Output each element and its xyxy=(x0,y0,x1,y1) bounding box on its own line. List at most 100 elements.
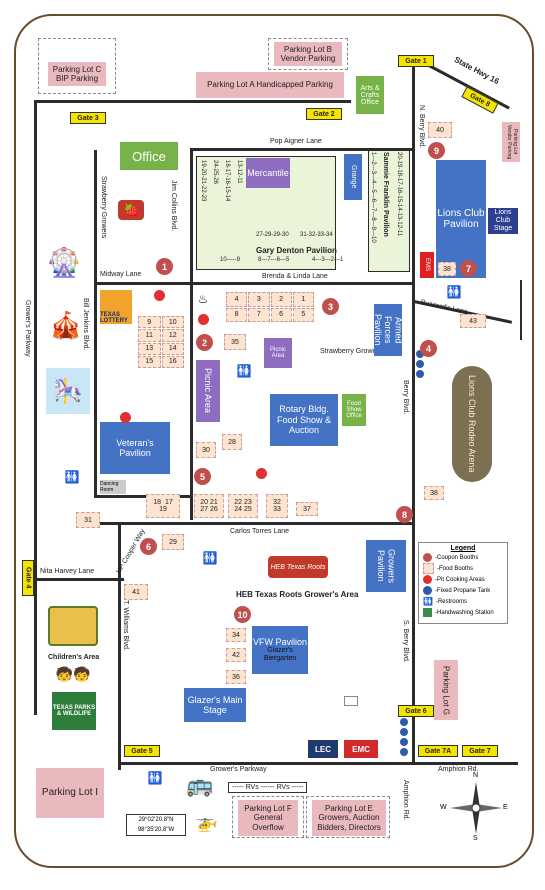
sammie-row-1: 1---2---3---4---5---6---7---8---9---10 xyxy=(370,152,376,243)
gate-4[interactable]: Gate 4 xyxy=(22,560,34,596)
parking-lot-g[interactable]: Parking Lot G xyxy=(434,660,458,720)
emc[interactable]: EMC xyxy=(344,740,378,758)
food-show-office[interactable]: Food Show Office xyxy=(342,394,366,426)
gate-5[interactable]: Gate 5 xyxy=(124,745,160,757)
parking-lot-c[interactable]: Parking Lot C BIP Parking xyxy=(48,62,106,86)
heb-logo: HEB Texas Roots xyxy=(268,556,328,578)
lec[interactable]: LEC xyxy=(308,740,338,758)
strawberry-basket-icon: 🍓 xyxy=(118,200,144,220)
booth-37[interactable]: 37 xyxy=(296,502,318,516)
parking-lot-vendor-small[interactable]: Parking Lot Vendor Parking xyxy=(502,122,520,162)
booth-36[interactable]: 36 xyxy=(226,670,246,684)
booth-cell[interactable]: 12 xyxy=(161,329,184,342)
legend-item: -Coupon Booths xyxy=(435,554,479,561)
growers-pavilion[interactable]: Growers Pavilion xyxy=(366,540,406,592)
booth-cell[interactable]: 4 xyxy=(226,292,248,307)
booth-29[interactable]: 29 xyxy=(162,534,184,550)
coordinates-box: 29°02'20.8"N 98°35'20.8"W xyxy=(126,814,186,836)
booth-38-top[interactable]: 38 xyxy=(438,262,456,276)
coupon-booth-6[interactable]: 6 xyxy=(140,538,157,555)
picnic-area[interactable]: Picnic Area xyxy=(196,360,220,422)
gate-6[interactable]: Gate 6 xyxy=(398,705,434,717)
picnic-area-small[interactable]: Picnic Area xyxy=(264,338,292,368)
booth-cell[interactable]: 6 xyxy=(270,307,292,322)
veterans-pavilion[interactable]: Veteran's Pavilion xyxy=(100,422,170,474)
booth-cell[interactable]: 9 xyxy=(138,316,161,329)
coupon-booth-3[interactable]: 3 xyxy=(322,298,339,315)
coupon-booth-4[interactable]: 4 xyxy=(420,340,437,357)
label-berry-blvd: Berry Blvd. xyxy=(402,380,409,415)
grange[interactable]: Grange xyxy=(344,154,362,200)
booth-cell[interactable]: 16 xyxy=(161,355,184,368)
gate-3[interactable]: Gate 3 xyxy=(70,112,106,124)
ems[interactable]: EMS xyxy=(420,252,434,278)
booth-43[interactable]: 43 xyxy=(460,314,486,328)
booth-cell[interactable]: 10 xyxy=(161,316,184,329)
gate-7[interactable]: Gate 7 xyxy=(462,745,498,757)
texas-lottery[interactable]: TEXAS LOTTERY xyxy=(100,290,132,324)
booth-cell[interactable]: 8 xyxy=(226,307,248,322)
coupon-booth-8[interactable]: 8 xyxy=(396,506,413,523)
booth-cell[interactable]: 7 xyxy=(248,307,270,322)
road-east-vertical xyxy=(520,280,522,340)
parking-lot-b[interactable]: Parking Lot B Vendor Parking xyxy=(274,42,342,66)
childrens-area-label: Children's Area xyxy=(48,654,100,661)
parking-lot-e[interactable]: Parking Lot E Growers, Auction Bidders, … xyxy=(312,800,386,836)
parking-lot-f[interactable]: Parking Lot F General Overflow xyxy=(238,800,298,836)
helicopter-icon: 🚁 xyxy=(195,811,219,832)
parking-lot-a[interactable]: Parking Lot A Handicapped Parking xyxy=(196,72,344,98)
arts-crafts-office[interactable]: Arts & Crafts Office xyxy=(356,76,384,114)
booth-cell[interactable]: 3 xyxy=(248,292,270,307)
coupon-booth-10[interactable]: 10 xyxy=(234,606,251,623)
armed-forces-pavilion[interactable]: Armed Forces Pavilion xyxy=(373,304,404,356)
booth-cell[interactable]: 11 xyxy=(138,329,161,342)
booth-38-right[interactable]: 38 xyxy=(424,486,444,500)
booth-cell[interactable]: 15 xyxy=(138,355,161,368)
booth-cell[interactable]: 5 xyxy=(292,307,314,322)
glazers-main-stage[interactable]: Glazer's Main Stage xyxy=(184,688,246,722)
rotary-building[interactable]: Rotary Bldg. Food Show & Auction xyxy=(270,394,338,446)
coupon-booth-9[interactable]: 9 xyxy=(428,142,445,159)
gary-row-1: 19-20-21-22-23 xyxy=(200,160,206,202)
booth-group-32[interactable]: 32 33 xyxy=(266,494,288,518)
lions-rodeo-arena[interactable]: Lions Club Rodeo Arena xyxy=(452,366,492,482)
booth-40[interactable]: 40 xyxy=(428,122,452,138)
lions-club-stage[interactable]: Lions Club Stage xyxy=(488,208,518,234)
booth-cell[interactable]: 14 xyxy=(161,342,184,355)
legend-item: -Handwashing Station xyxy=(435,609,494,616)
propane-tank xyxy=(400,738,408,746)
pit-cooking-1 xyxy=(154,290,165,301)
sammie-label: Sammie Franklin Pavilion xyxy=(382,152,389,237)
compass-rose: N S E W xyxy=(440,772,508,842)
booth-cell[interactable]: 13 xyxy=(138,342,161,355)
booth-42[interactable]: 42 xyxy=(226,648,246,662)
booth-30[interactable]: 30 xyxy=(196,442,216,458)
gate-1[interactable]: Gate 1 xyxy=(398,55,434,67)
legend-row: 🚻-Restrooms xyxy=(423,597,467,606)
booth-group-17[interactable]: 18 17 19 xyxy=(146,494,180,518)
booth-cell[interactable]: 2 xyxy=(270,292,292,307)
booth-31[interactable]: 31 xyxy=(76,512,100,528)
booth-group-22[interactable]: 22 23 24 25 xyxy=(228,494,258,518)
booth-group-20[interactable]: 20 21 27 26 xyxy=(194,494,224,518)
gate-7a[interactable]: Gate 7A xyxy=(418,745,458,757)
booth-41[interactable]: 41 xyxy=(124,584,148,600)
coupon-booth-1[interactable]: 1 xyxy=(156,258,173,275)
coupon-booth-2[interactable]: 2 xyxy=(196,334,213,351)
coupon-booth-7[interactable]: 7 xyxy=(460,260,477,277)
mercantile[interactable]: Mercantile xyxy=(246,158,290,188)
parking-lot-i[interactable]: Parking Lot I xyxy=(36,768,104,818)
gate-2[interactable]: Gate 2 xyxy=(306,108,342,120)
restroom-icon-lions: 🚻 xyxy=(446,285,462,299)
road-nita-harvey xyxy=(34,578,124,581)
booth-34[interactable]: 34 xyxy=(226,628,246,642)
vfw-pavilion[interactable]: VFW Pavilion Glazer's Biergarten xyxy=(252,626,308,674)
lions-club-pavilion[interactable]: Lions Club Pavilion xyxy=(436,160,486,278)
coupon-booth-5[interactable]: 5 xyxy=(194,468,211,485)
booth-cell[interactable]: 1 xyxy=(292,292,314,307)
booth-35[interactable]: 35 xyxy=(224,334,246,350)
sammie-franklin-area[interactable] xyxy=(368,150,410,272)
dancing-room[interactable]: Dancing Room xyxy=(100,480,126,494)
office[interactable]: Office xyxy=(120,142,178,170)
booth-28[interactable]: 28 xyxy=(222,434,242,450)
